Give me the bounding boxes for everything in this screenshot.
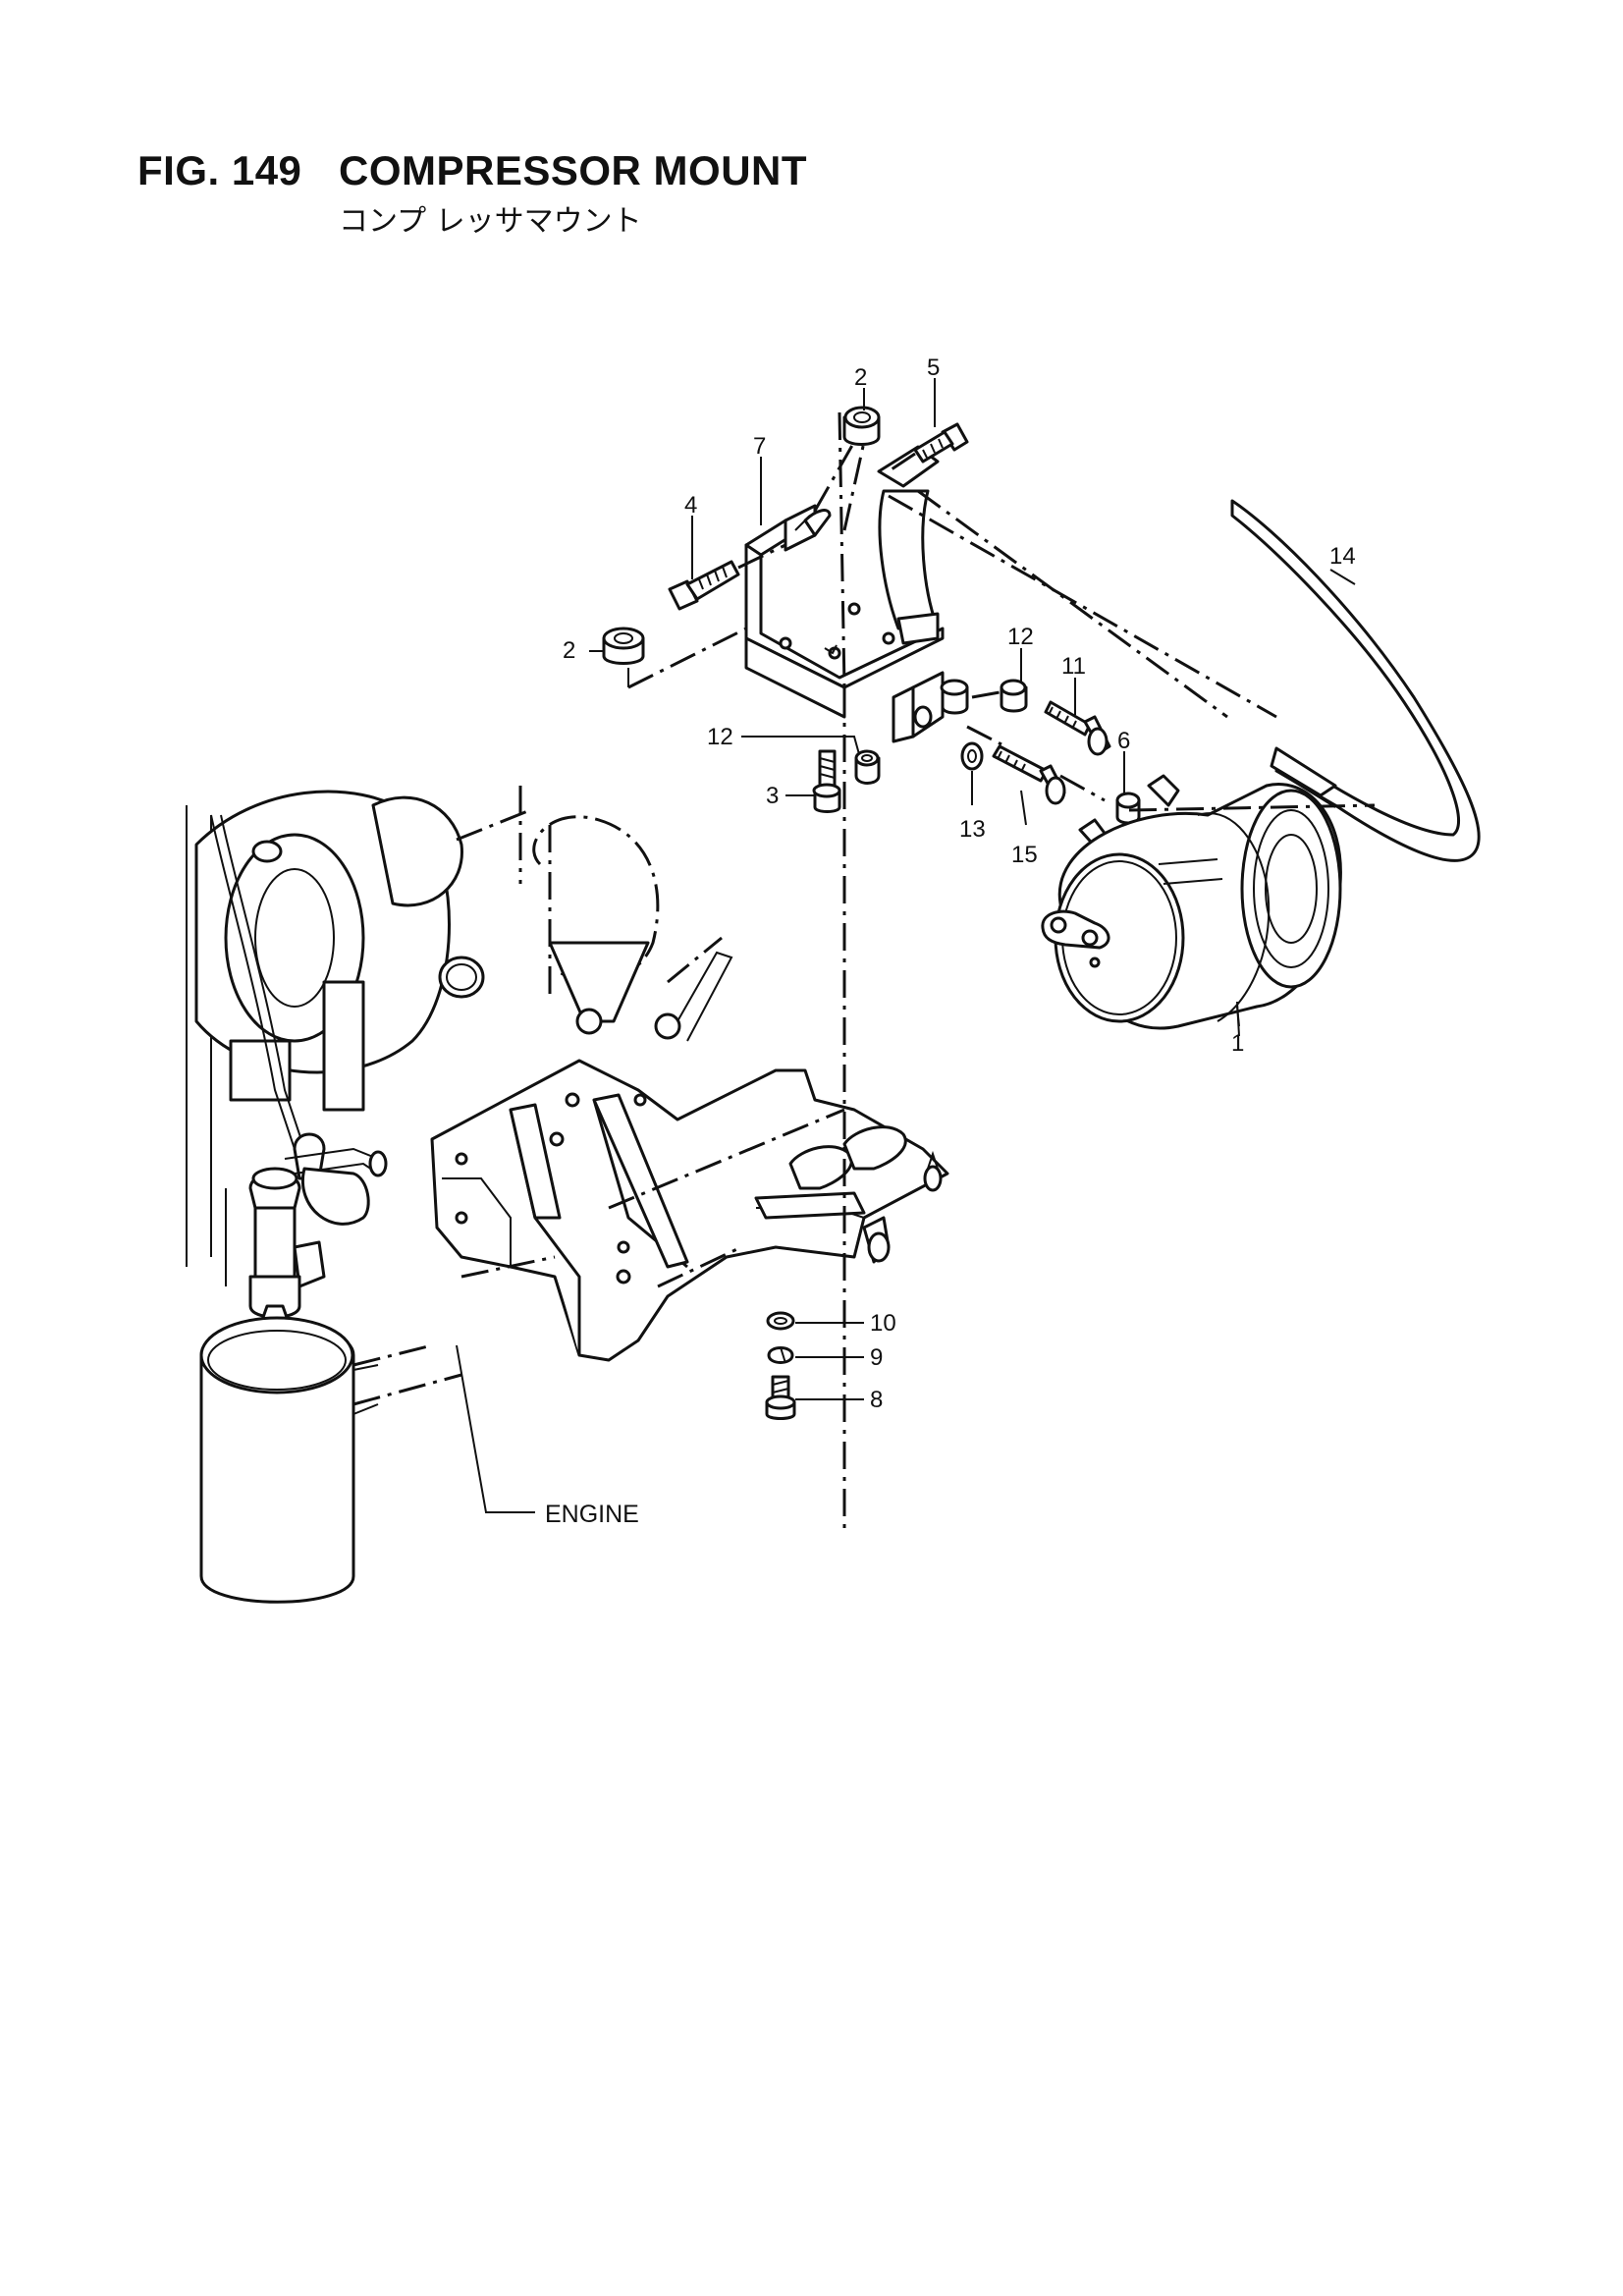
callout-2-lower: 2 [563,637,575,664]
bolt-part-5 [888,422,969,473]
callout-3: 3 [766,783,779,809]
nut-part-12-lower [854,749,881,785]
figure-number: FIG. 149 [137,147,302,193]
nut-part-6 [1115,792,1141,825]
callout-12-lower: 12 [707,724,733,750]
callout-10: 10 [870,1310,896,1337]
compressor-part-1 [1041,774,1342,1037]
callout-12-upper: 12 [1007,624,1034,650]
figure-header: FIG. 149 COMPRESSOR MOUNT コンプ レッサマウント [137,147,807,240]
callout-1: 1 [1231,1030,1244,1057]
callout-5: 5 [927,355,940,381]
compressor-bracket [744,411,945,1532]
callout-6: 6 [1117,728,1130,754]
bolt-part-11 [1044,700,1111,756]
callout-4: 4 [684,492,697,519]
washer-part-10 [766,1311,795,1331]
nut-part-12-upper [1000,679,1028,713]
callout-labels: 1 2 2 3 4 5 6 7 8 9 10 11 12 12 13 14 15… [545,355,1356,1528]
bolt-part-8 [765,1375,796,1420]
callout-8: 8 [870,1387,883,1413]
figure-title-row: FIG. 149 COMPRESSOR MOUNT [137,147,807,194]
lock-washer-part-9 [767,1346,794,1364]
spacer-part-2-lower [602,627,747,689]
engine-label: ENGINE [545,1501,639,1528]
belt-part-14 [1230,499,1481,862]
callout-11: 11 [1061,653,1086,680]
bolt-part-4 [668,543,786,611]
callout-15: 15 [1011,842,1038,868]
callout-2-upper: 2 [854,364,867,391]
washer-part-13 [960,741,984,771]
figure-title: COMPRESSOR MOUNT [339,147,808,193]
bolt-part-15 [992,744,1066,805]
alignment-lines [842,441,1376,812]
callout-14: 14 [1329,543,1356,570]
engine-block [186,786,949,1604]
spacer-part-2-upper [813,406,881,512]
callout-7: 7 [753,433,766,460]
leader-lines [589,378,1356,1400]
stud-part-3 [812,749,841,813]
callout-13: 13 [959,816,986,843]
bushing-bracket [940,679,1002,746]
figure-subtitle: コンプ レッサマウント [339,204,642,239]
callout-9: 9 [870,1344,883,1371]
